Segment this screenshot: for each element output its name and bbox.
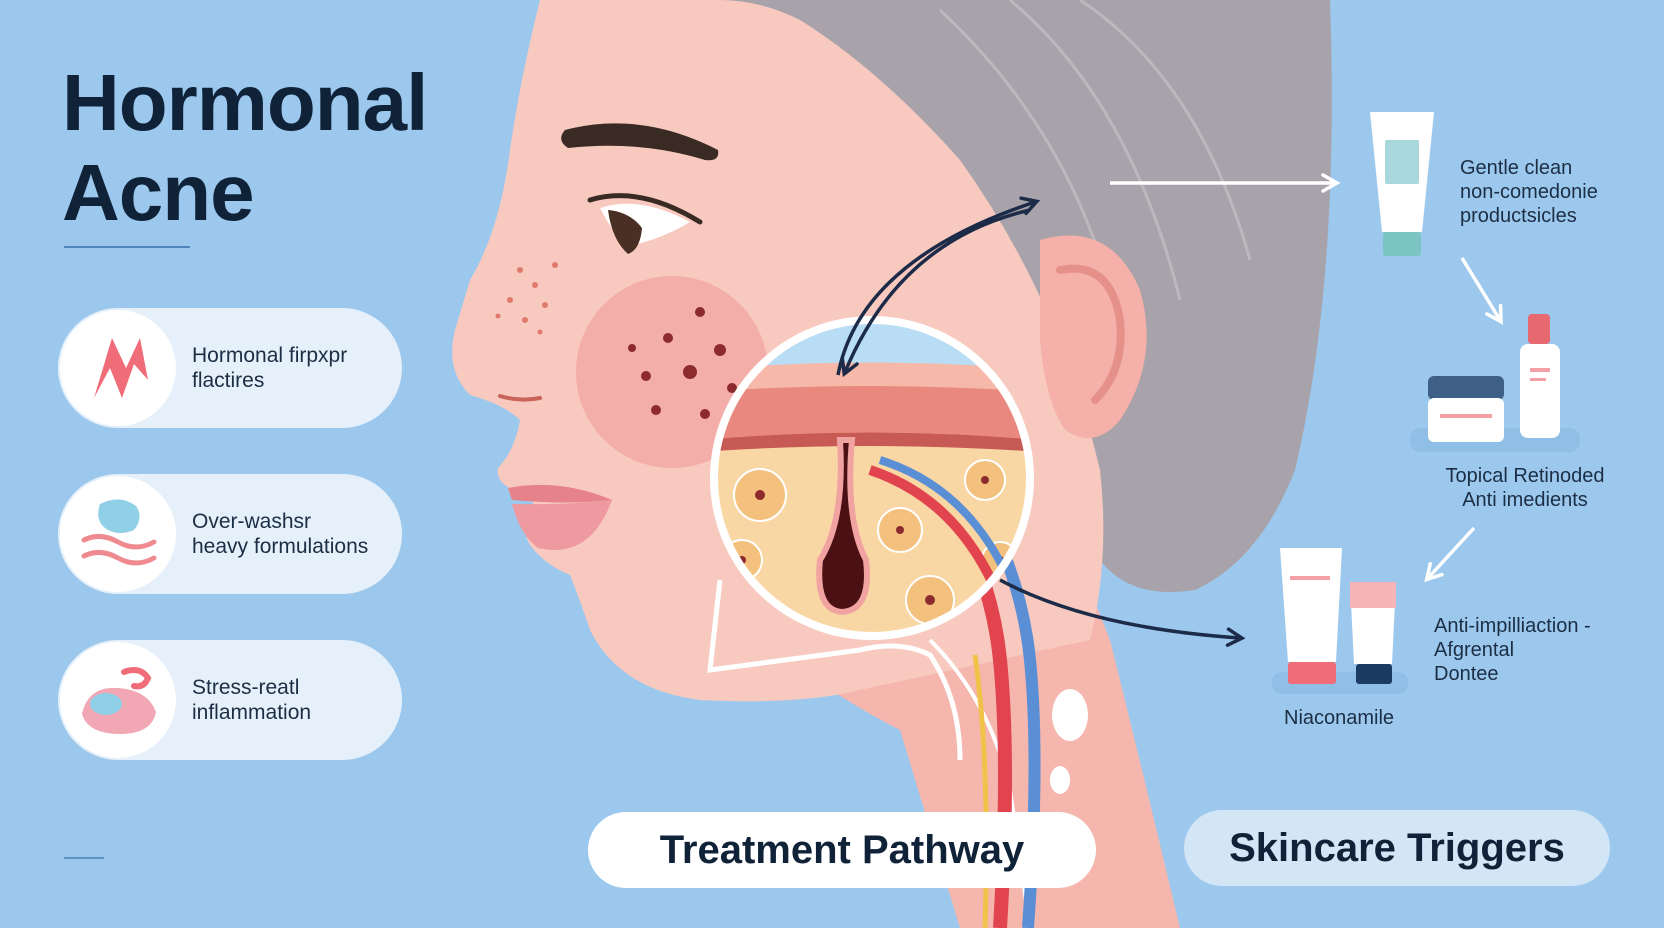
cheek-blush [576,276,768,468]
retinoid-label: Topical Retinoded Anti imedients [1445,465,1605,511]
over-washing-icon [60,476,176,592]
trigger-label: heavy formulations [192,535,369,558]
niacinamide-label: Niaconamile [1284,707,1395,729]
nostril [498,394,542,402]
trigger-card-stress: Stress-reatl inflammation [58,640,402,760]
trigger-label: flactires [192,369,265,392]
pore-follicle [816,437,870,616]
cleanser-tube-icon [1370,112,1434,256]
nose-freckles [495,262,558,335]
hair-strand [1009,0,1182,301]
flow-arrow [840,208,1031,378]
eyebrow [561,123,719,161]
trigger-label: Stress-reatl [192,676,300,699]
hair-strand [1079,0,1252,261]
neck-node [1052,689,1088,741]
page-title: Hormonal Acne [62,58,428,237]
skincare-triggers-button[interactable]: Skincare Triggers [1184,810,1610,886]
retinoid-products-icon [1410,314,1580,452]
treatment-pathway-button[interactable]: Treatment Pathway [588,812,1096,888]
trigger-label: Over-washsr [192,510,312,533]
trigger-card-over-washing: Over-washsr heavy formulations [58,474,402,594]
pointer-arrow [1460,257,1503,325]
anti-inflammatory-products-icon [1272,548,1408,694]
stress-inflammation-icon [60,642,176,758]
acne-spots [628,307,737,419]
title-divider [64,246,190,248]
anti-inflammatory-label: Anti-impilliaction - Afgrental Dontee [1434,615,1591,685]
eyelid-line [587,193,703,225]
hair-shape [540,0,1332,592]
magnified-skin-lens [714,320,1030,636]
pointer-arrow [1424,526,1476,583]
ear-inner [1056,264,1125,404]
ear [1040,235,1147,438]
trigger-label: Hormonal firpxpr [192,344,348,367]
cleanser-label: Gentle clean non-comedonie productsicles [1460,157,1598,227]
trigger-card-hormonal: Hormonal firpxpr flactires [58,308,402,428]
footer-divider [64,857,104,859]
hormone-fluctuation-icon [60,310,176,426]
lower-lip [512,500,612,550]
flow-arrow [999,578,1246,647]
upper-lip [508,484,612,503]
flow-arrow [836,196,1041,376]
eye-iris [608,210,642,254]
trigger-label: inflammation [192,701,312,724]
pill-label: Skincare Triggers [1229,825,1565,870]
neck-node [1050,766,1070,794]
pill-label: Treatment Pathway [659,827,1025,872]
skin-wedge [707,579,963,761]
